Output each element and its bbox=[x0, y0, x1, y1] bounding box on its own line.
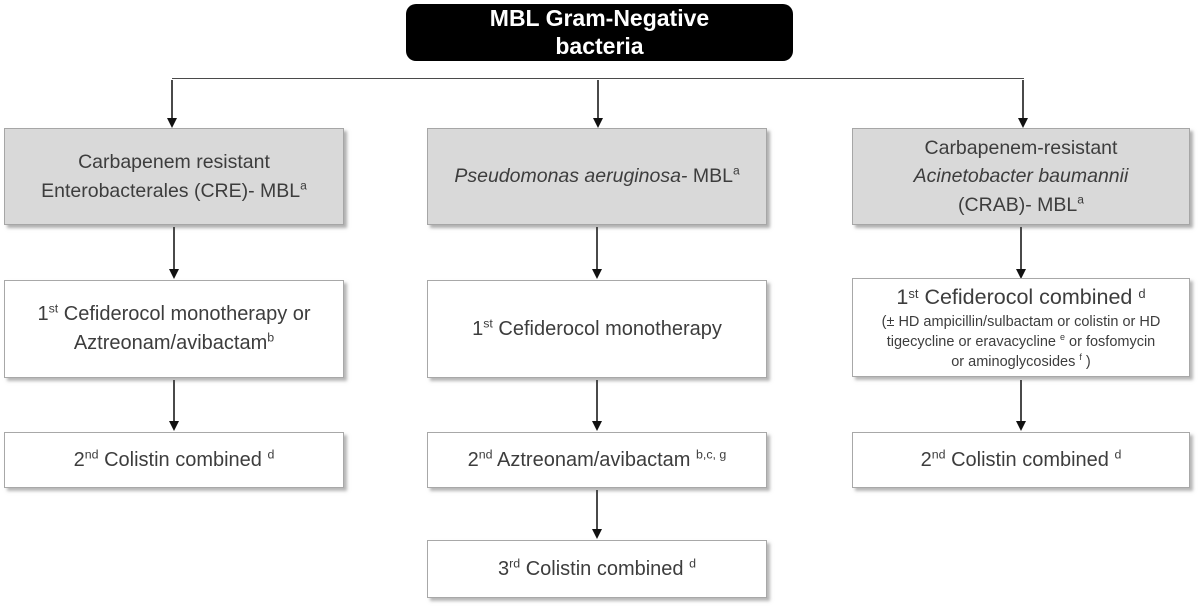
arrowhead-icon bbox=[593, 118, 603, 128]
arrowhead-icon bbox=[1016, 421, 1026, 431]
arrow-shaft bbox=[173, 380, 175, 421]
cre-header-text: Carbapenem resistant Enterobacterales (C… bbox=[41, 151, 307, 202]
connector-hline bbox=[172, 78, 1024, 80]
arrow-shaft bbox=[596, 380, 598, 421]
box-pseudomonas-step1: 1st Cefiderocol monotherapy bbox=[427, 280, 767, 378]
arrow-shaft bbox=[173, 227, 175, 269]
box-cre-header: Carbapenem resistant Enterobacterales (C… bbox=[4, 128, 344, 225]
arrow-shaft bbox=[1022, 80, 1024, 118]
pseudomonas-step3-text: 3rd Colistin combined d bbox=[497, 555, 697, 580]
arrow-down-to-crab-header bbox=[1017, 80, 1029, 128]
arrowhead-icon bbox=[592, 269, 602, 279]
cre-step2-text: 2nd Colistin combined d bbox=[73, 446, 275, 471]
title-box: MBL Gram-Negative bacteria bbox=[406, 4, 793, 61]
arrow-shaft bbox=[1020, 227, 1022, 269]
box-pseudomonas-step2: 2nd Aztreonam/avibactam b,c, g bbox=[427, 432, 767, 488]
arrow-pa-header-to-step1 bbox=[591, 227, 603, 279]
arrowhead-icon bbox=[169, 269, 179, 279]
arrow-down-to-pa-header bbox=[592, 80, 604, 128]
arrow-shaft bbox=[1020, 380, 1022, 421]
arrow-pa-step1-to-step2 bbox=[591, 380, 603, 431]
pseudomonas-step2-text: 2nd Aztreonam/avibactam b,c, g bbox=[467, 446, 727, 471]
arrow-shaft bbox=[596, 490, 598, 529]
arrowhead-icon bbox=[592, 421, 602, 431]
arrow-crab-step1-to-step2 bbox=[1015, 380, 1027, 431]
arrow-shaft bbox=[171, 80, 173, 118]
crab-step1-text: 1st Cefiderocol combined d (± HD ampicil… bbox=[881, 284, 1161, 371]
box-crab-header: Carbapenem-resistant Acinetobacter bauma… bbox=[852, 128, 1190, 225]
box-crab-step1: 1st Cefiderocol combined d (± HD ampicil… bbox=[852, 278, 1190, 377]
arrowhead-icon bbox=[1016, 269, 1026, 279]
arrowhead-icon bbox=[167, 118, 177, 128]
crab-header-text: Carbapenem-resistant Acinetobacter bauma… bbox=[913, 137, 1129, 216]
arrow-shaft bbox=[597, 80, 599, 118]
box-crab-step2: 2nd Colistin combined d bbox=[852, 432, 1190, 488]
arrow-pa-step2-to-step3 bbox=[591, 490, 603, 539]
box-cre-step2: 2nd Colistin combined d bbox=[4, 432, 344, 488]
arrow-cre-header-to-step1 bbox=[168, 227, 180, 279]
arrow-cre-step1-to-step2 bbox=[168, 380, 180, 431]
arrow-down-to-cre-header bbox=[166, 80, 178, 128]
pseudomonas-step1-text: 1st Cefiderocol monotherapy bbox=[472, 315, 722, 340]
cre-step1-text: 1st Cefiderocol monotherapy or Aztreonam… bbox=[37, 301, 311, 354]
arrowhead-icon bbox=[1018, 118, 1028, 128]
arrow-shaft bbox=[596, 227, 598, 269]
crab-step2-text: 2nd Colistin combined d bbox=[920, 446, 1122, 471]
box-pseudomonas-step3: 3rd Colistin combined d bbox=[427, 540, 767, 598]
arrowhead-icon bbox=[592, 529, 602, 539]
box-pseudomonas-header: Pseudomonas aeruginosa- MBLa bbox=[427, 128, 767, 225]
arrowhead-icon bbox=[169, 421, 179, 431]
box-cre-step1: 1st Cefiderocol monotherapy or Aztreonam… bbox=[4, 280, 344, 378]
arrow-crab-header-to-step1 bbox=[1015, 227, 1027, 279]
title-text: MBL Gram-Negative bacteria bbox=[489, 5, 710, 59]
pseudomonas-header-text: Pseudomonas aeruginosa- MBLa bbox=[454, 163, 740, 188]
